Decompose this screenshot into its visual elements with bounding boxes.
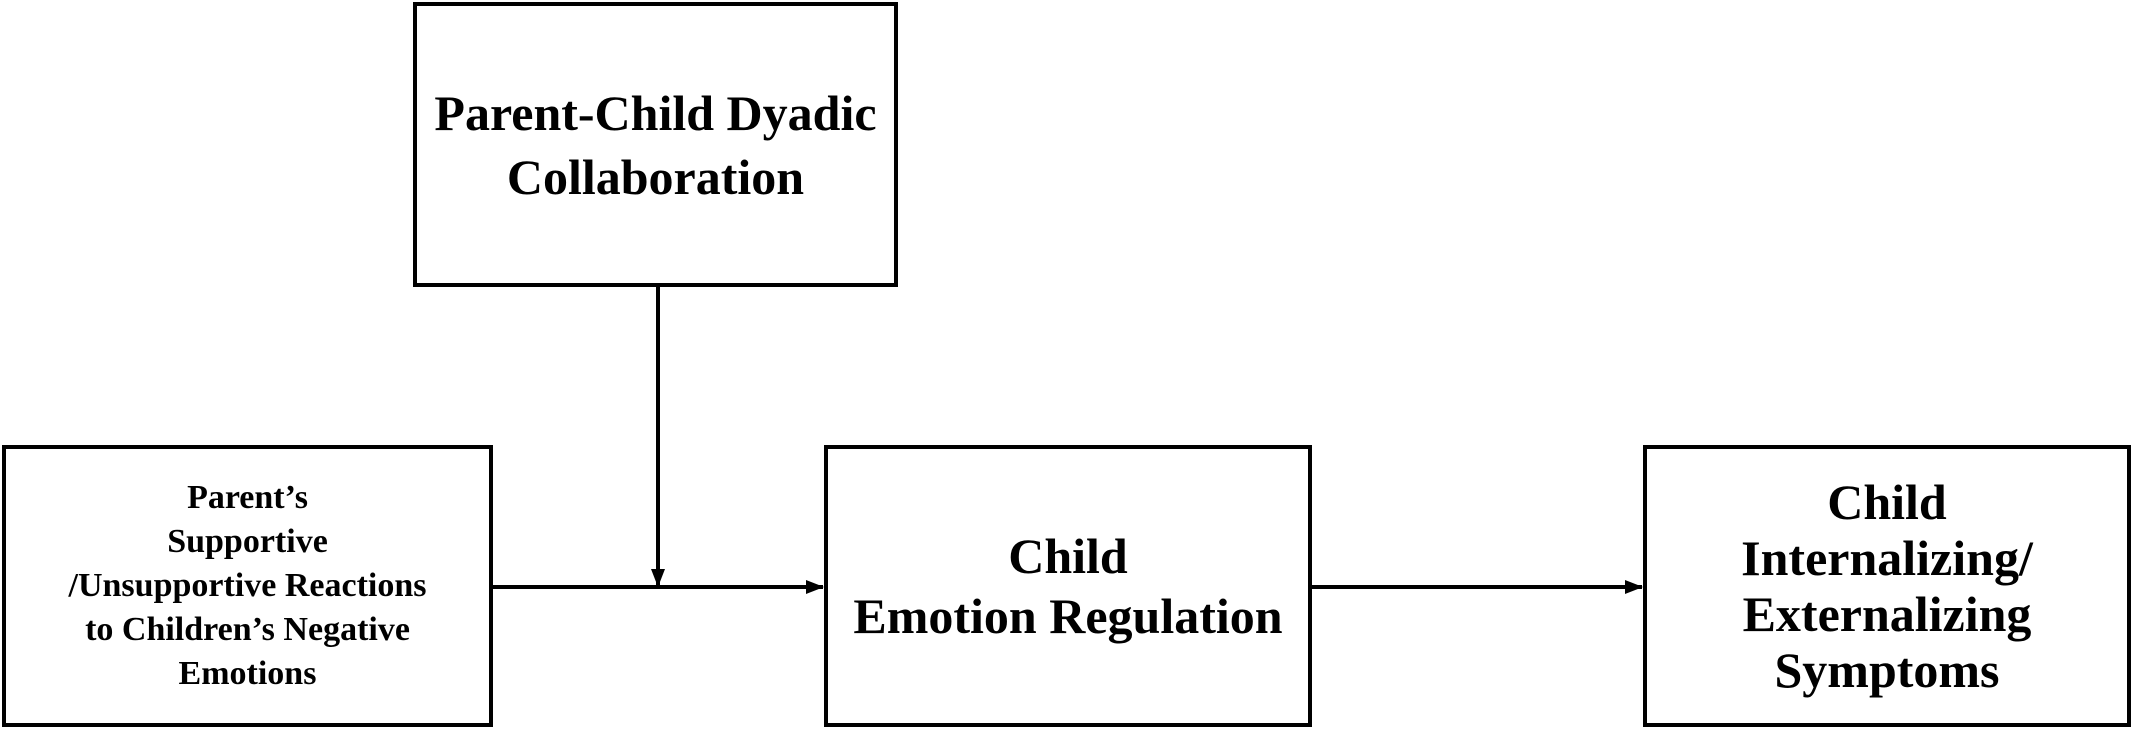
node-label: Child Internalizing/ Externalizing Sympt… bbox=[1741, 474, 2033, 698]
node-parent-reactions: Parent’s Supportive /Unsupportive Reacti… bbox=[2, 445, 493, 727]
node-label: Parent-Child Dyadic Collaboration bbox=[434, 84, 877, 205]
node-parent-child-dyadic-collaboration: Parent-Child Dyadic Collaboration bbox=[413, 2, 898, 287]
node-label: Child Emotion Regulation bbox=[853, 528, 1283, 644]
node-child-symptoms: Child Internalizing/ Externalizing Sympt… bbox=[1643, 445, 2131, 727]
node-label: Parent’s Supportive /Unsupportive Reacti… bbox=[68, 479, 427, 692]
node-child-emotion-regulation: Child Emotion Regulation bbox=[824, 445, 1312, 727]
